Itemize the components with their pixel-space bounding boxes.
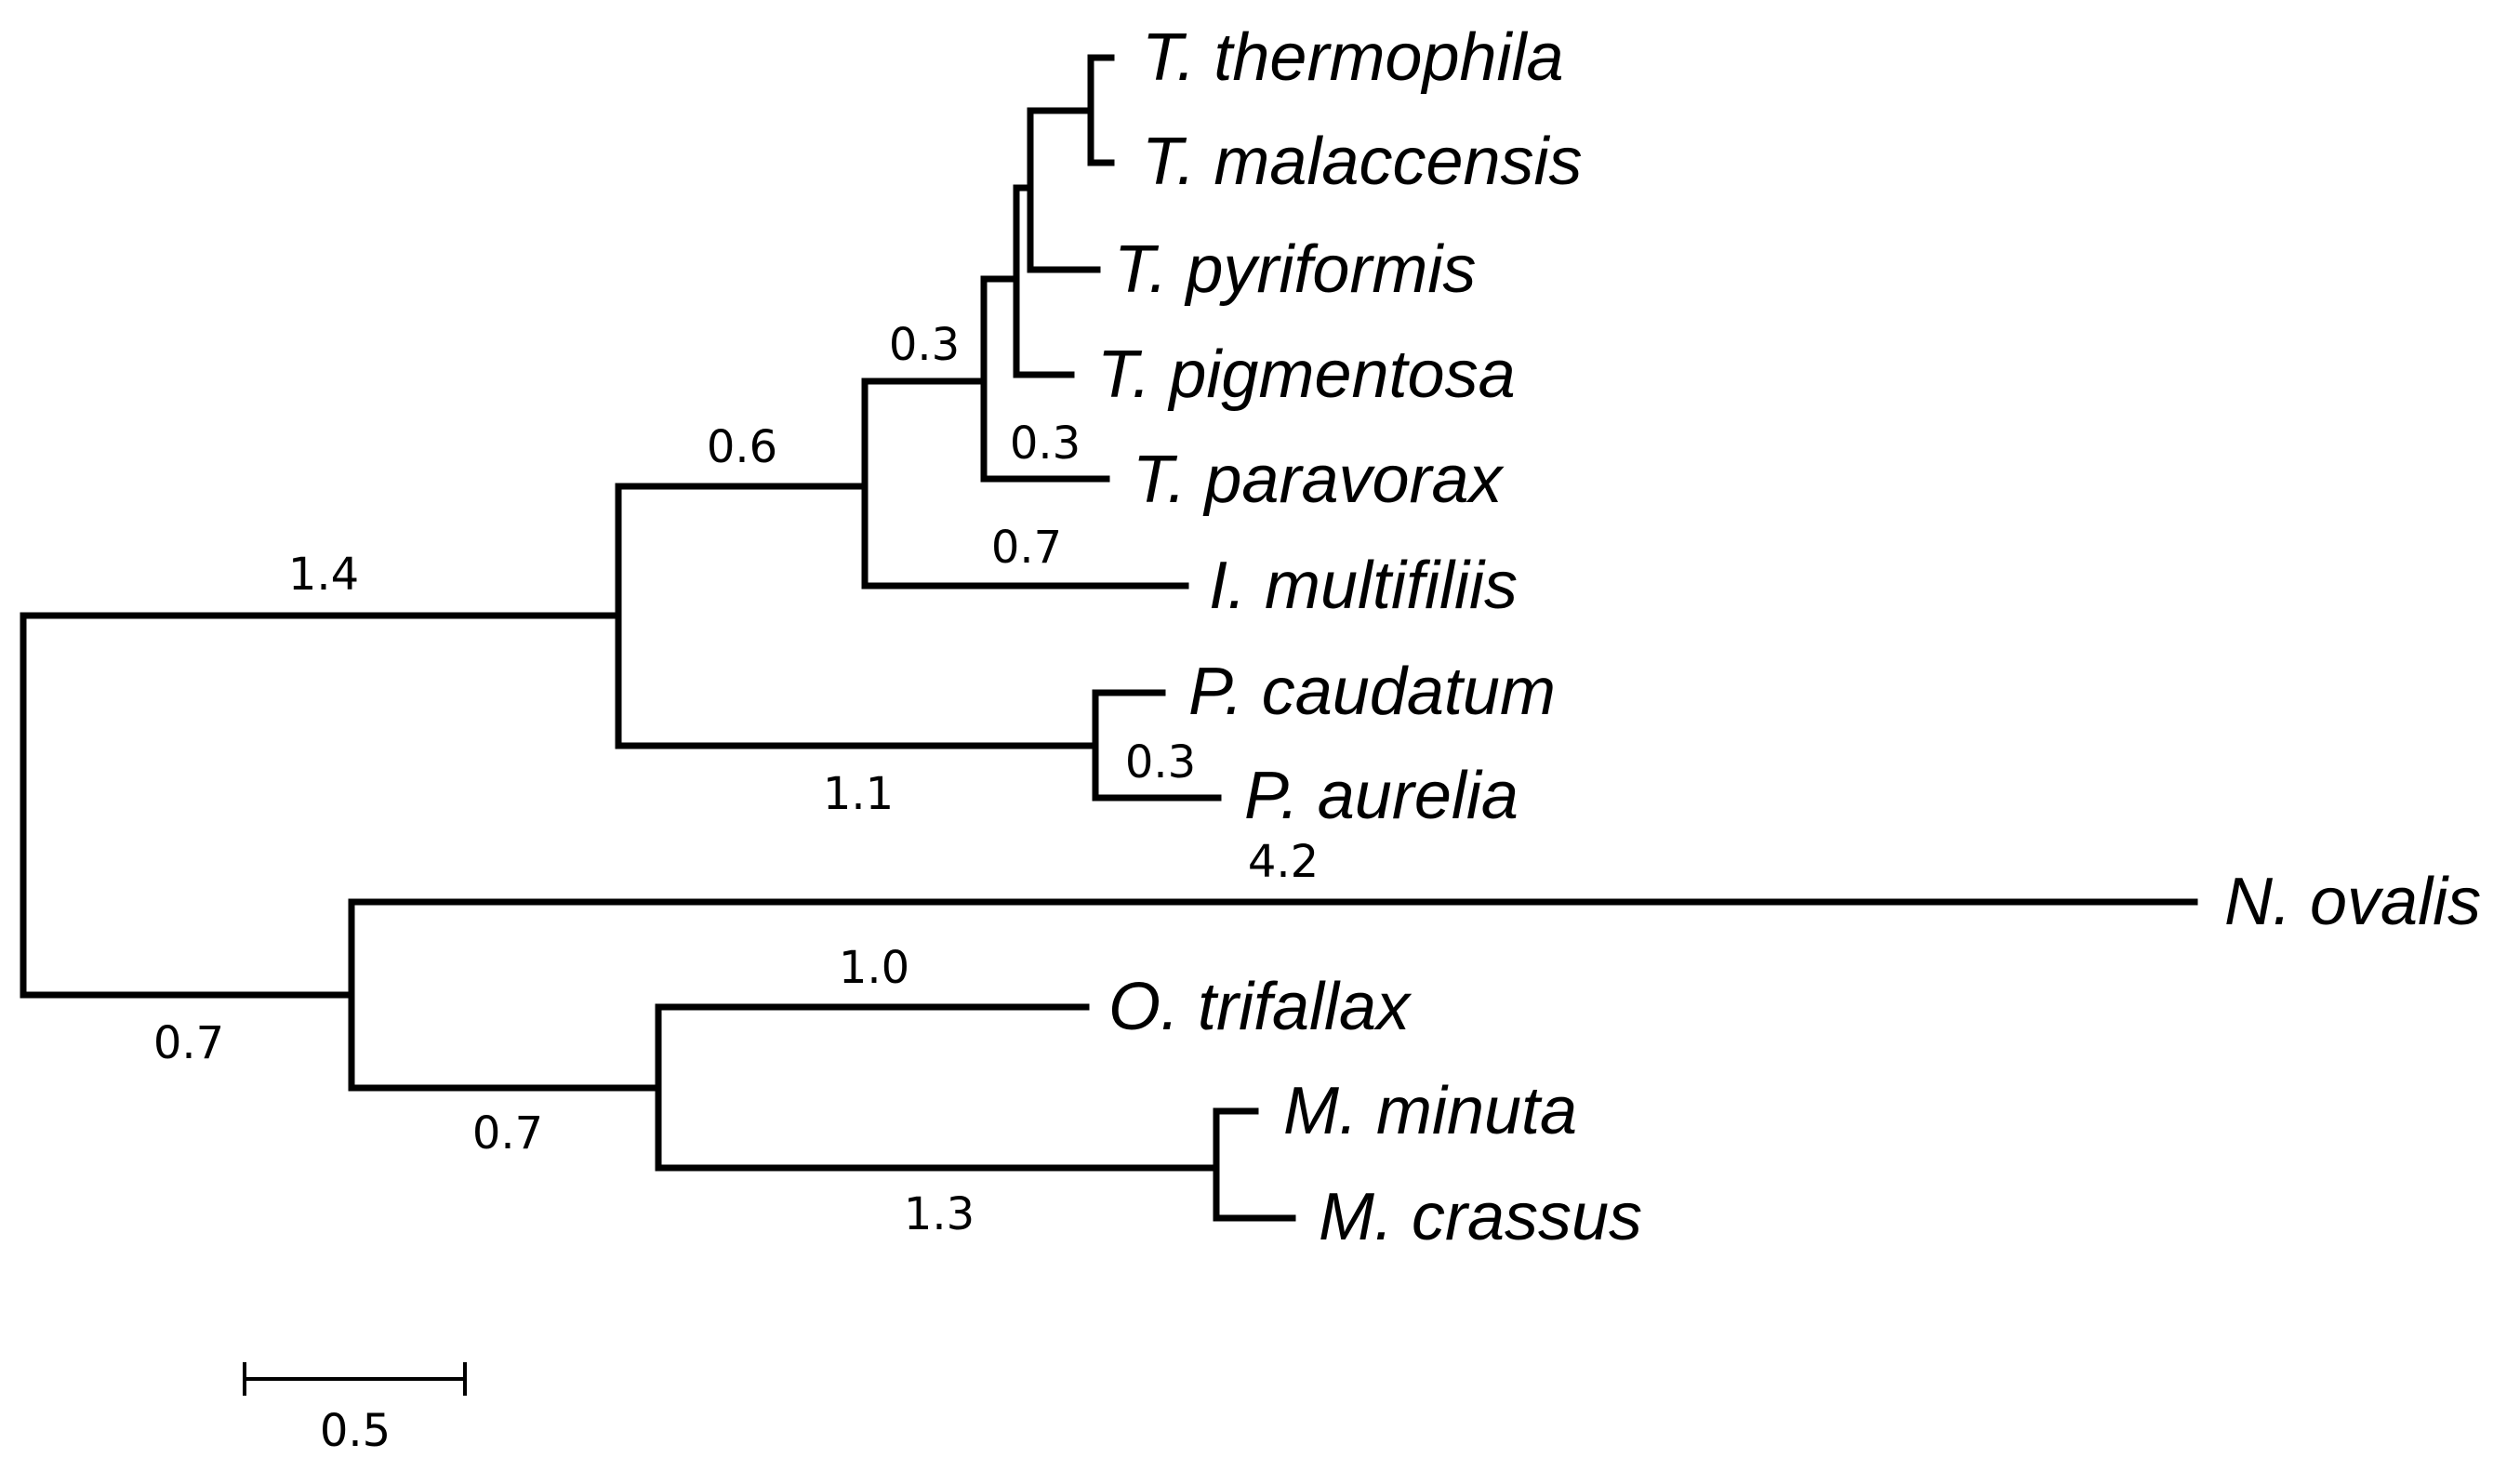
branch-length-labels: 0.3 0.3 0.6 0.7 1.4 1.1 0.3 4.2 0.7 1.0 …	[153, 319, 1319, 1240]
taxon-mminuta: M. minuta	[1283, 1074, 1577, 1148]
taxon-tpyriformis: T. pyriformis	[1114, 232, 1476, 307]
taxon-tmalaccensis: T. malaccensis	[1142, 125, 1583, 199]
taxon-otrifallax: O. trifallax	[1108, 970, 1413, 1044]
taxon-paurelia: P. aurelia	[1244, 759, 1519, 833]
taxon-imultifiliis: I. multifiliis	[1209, 549, 1518, 623]
taxon-labels: T. thermophila T. malaccensis T. pyrifor…	[1097, 20, 2481, 1254]
taxon-tpigmentosa: T. pigmentosa	[1097, 338, 1516, 412]
blen-novalis: 4.2	[1248, 836, 1319, 888]
blen-tetra-ich-clade: 0.6	[707, 421, 777, 473]
taxon-tthermophila: T. thermophila	[1142, 20, 1564, 95]
tree-branches	[20, 54, 2198, 1222]
blen-paramecium-clade: 1.1	[823, 768, 894, 820]
blen-oligo-clade: 1.4	[288, 549, 359, 601]
taxon-pcaudatum: P. caudatum	[1188, 655, 1556, 729]
blen-tetra-clade: 0.3	[889, 319, 960, 371]
blen-oxy-stylo-clade: 0.7	[472, 1107, 543, 1160]
taxon-mcrassus: M. crassus	[1319, 1180, 1642, 1254]
taxon-tparavorax: T. paravorax	[1133, 443, 1505, 517]
scale-bar: 0.5	[243, 1362, 467, 1457]
blen-otrifallax: 1.0	[839, 942, 909, 994]
blen-paurelia: 0.3	[1125, 736, 1196, 789]
blen-imultifiliis: 0.7	[991, 522, 1062, 574]
blen-moneuplotes-clade: 1.3	[904, 1188, 975, 1240]
blen-tparavorax: 0.3	[1010, 417, 1081, 470]
blen-spiro-clade: 0.7	[153, 1017, 224, 1069]
scale-bar-label: 0.5	[320, 1405, 391, 1457]
taxon-novalis: N. ovalis	[2224, 865, 2481, 939]
